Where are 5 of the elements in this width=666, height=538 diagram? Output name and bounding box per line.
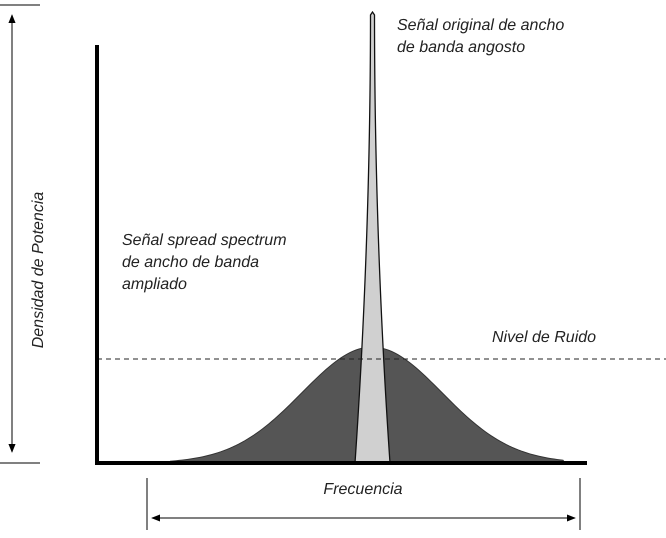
signal-label: Señal original de ancho de banda angosto bbox=[397, 16, 566, 58]
axis-title: Frecuencia bbox=[322, 480, 404, 500]
noise-level-label: Nivel de Ruido bbox=[492, 328, 598, 348]
signal-label: Señal spread spectrum de ancho de banda ampliado bbox=[122, 231, 288, 295]
axis-title: Densidad de Potencia bbox=[29, 190, 48, 350]
